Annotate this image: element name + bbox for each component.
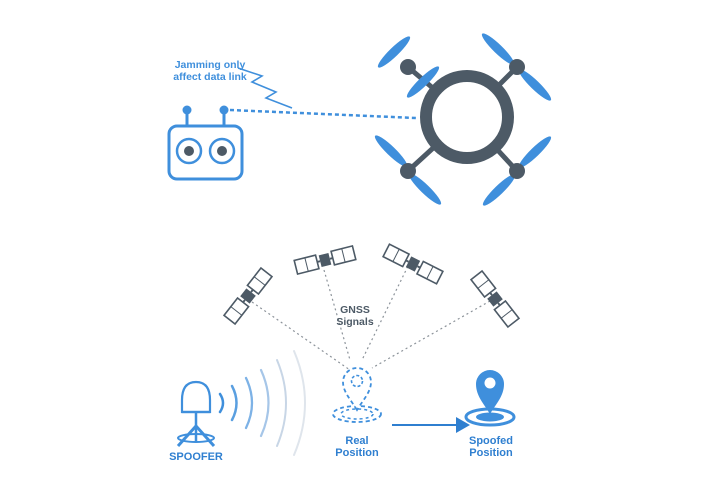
drone-icon <box>374 33 552 206</box>
satellite-icon <box>382 243 444 285</box>
propeller-bottom-left <box>374 135 442 205</box>
data-link-line <box>229 108 417 120</box>
real-label-line1: Real <box>345 435 369 447</box>
real-label-line2: Position <box>335 447 379 459</box>
jamming-label: Jamming only affect data link <box>170 59 250 83</box>
gnss-signal-lines <box>251 261 491 371</box>
satellite-icon <box>293 244 357 276</box>
gnss-label-line2: Signals <box>336 316 374 328</box>
spoofer-antenna-icon <box>176 380 216 448</box>
spoofer-waves <box>218 350 306 456</box>
real-position-pin-icon <box>332 367 382 423</box>
jamming-label-line1: Jamming only <box>174 59 246 71</box>
remote-controller-icon <box>167 105 244 181</box>
spoofed-label-line1: Spoofed <box>469 435 513 447</box>
satellite-icon <box>223 267 273 325</box>
satellite-icon <box>470 270 520 328</box>
real-position-label: Real Position <box>327 435 387 459</box>
location-pin-icon <box>464 370 516 427</box>
spoofed-label-line2: Position <box>469 447 513 459</box>
spoofer-label: SPOOFER <box>169 451 223 463</box>
propeller-bottom-right <box>482 136 552 206</box>
jamming-label-line2: affect data link <box>173 71 247 83</box>
gnss-signals-label: GNSS Signals <box>330 304 380 328</box>
propeller-top-left <box>377 36 440 98</box>
lightning-icon <box>237 67 293 109</box>
spoofed-position-label: Spoofed Position <box>458 435 524 459</box>
gnss-label-line1: GNSS <box>340 304 370 316</box>
propeller-top-right <box>481 33 552 101</box>
